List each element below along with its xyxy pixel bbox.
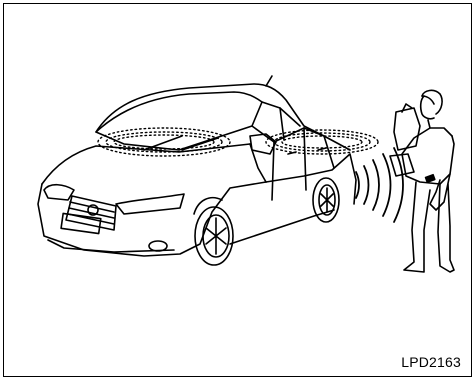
figure-code: LPD2163 xyxy=(401,354,461,370)
person-icon xyxy=(390,90,454,272)
car-icon xyxy=(38,76,356,265)
illustration xyxy=(4,4,473,378)
key-fob-icon xyxy=(426,175,435,182)
figure-frame: LPD2163 xyxy=(3,3,472,377)
front-wheel xyxy=(194,198,233,265)
signal-waves-icon xyxy=(356,148,403,222)
rear-wheel xyxy=(313,178,339,222)
